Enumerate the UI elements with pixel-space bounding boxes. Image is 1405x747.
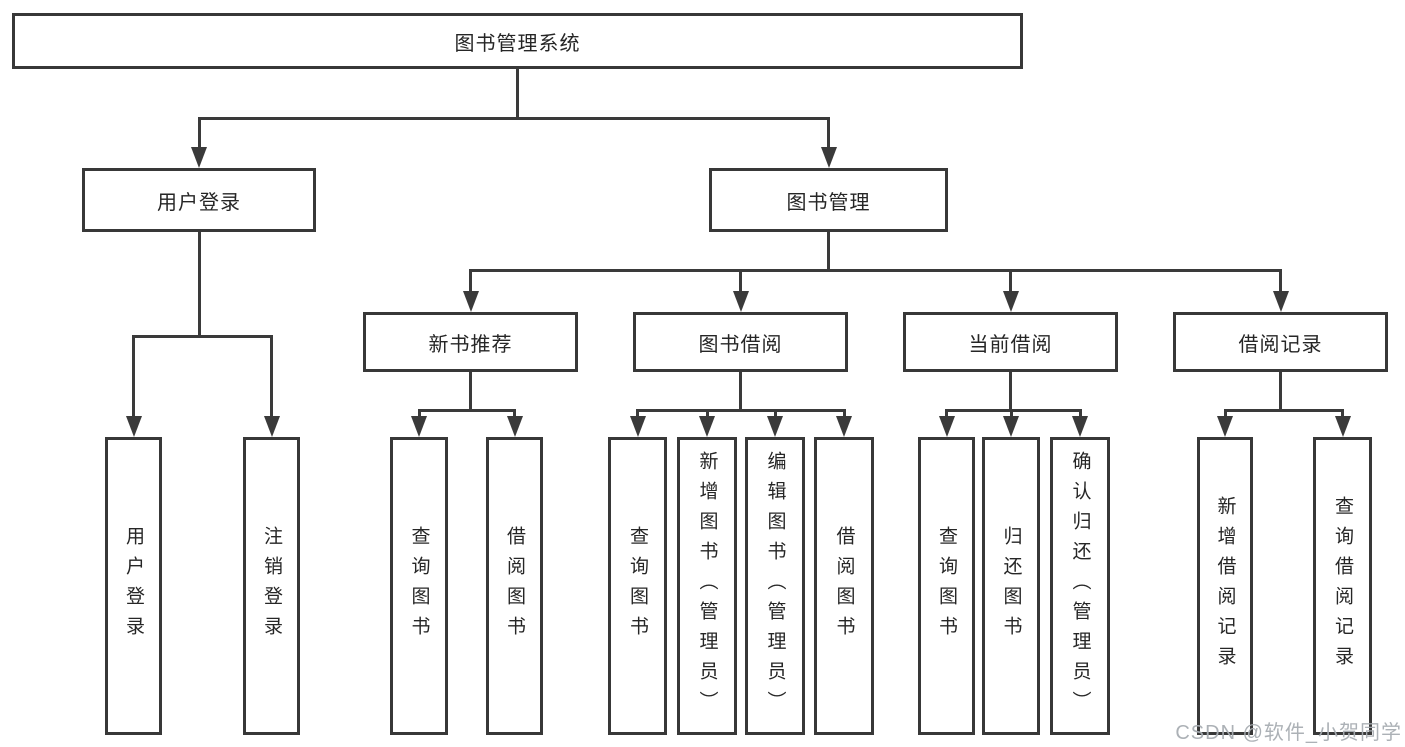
arrow-down-icon (1002, 291, 1019, 312)
connector-line (636, 408, 846, 412)
leaf-borrow-query-books: 查询图书 (608, 437, 667, 735)
connector-line (705, 409, 709, 420)
connector-line (739, 372, 742, 411)
arrow-down-icon (462, 291, 479, 312)
leaf-borrow-edit-books: 编辑图书（管理员） (745, 437, 805, 735)
connector-line (1223, 409, 1227, 420)
connector-line (469, 372, 472, 411)
connector-line (1341, 409, 1344, 420)
leaf-borrow-add-books-label: 新增图书（管理员） (696, 451, 718, 721)
leaf-current-return-books: 归还图书 (982, 437, 1040, 735)
connector-line (827, 118, 830, 152)
arrow-down-icon (263, 416, 280, 437)
arrow-down-icon (191, 147, 207, 168)
connector-line (773, 409, 777, 420)
leaf-records-add-record-label: 新增借阅记录 (1214, 496, 1236, 676)
connector-line (270, 335, 273, 420)
arrow-down-icon (836, 416, 852, 437)
connector-line (469, 269, 472, 295)
leaf-borrow-borrow-books: 借阅图书 (814, 437, 874, 735)
node-current-borrowing-label: 当前借阅 (968, 333, 1053, 356)
leaf-records-query-record-label: 查询借阅记录 (1332, 496, 1353, 676)
arrow-down-icon (767, 416, 783, 437)
leaf-records-query-record: 查询借阅记录 (1313, 437, 1372, 735)
node-book-borrowing: 图书借阅 (633, 312, 848, 372)
connector-line (1279, 372, 1282, 411)
leaf-rec-borrow-books-label: 借阅图书 (504, 526, 525, 646)
leaf-rec-query-books-label: 查询图书 (408, 526, 430, 646)
node-borrowing-records: 借阅记录 (1173, 312, 1388, 372)
leaf-records-add-record: 新增借阅记录 (1197, 437, 1253, 735)
leaf-current-return-books-label: 归还图书 (1000, 526, 1022, 646)
leaf-rec-borrow-books: 借阅图书 (486, 437, 543, 735)
arrow-down-icon (820, 147, 837, 168)
arrow-down-icon (732, 291, 749, 312)
connector-line (197, 118, 201, 152)
connector-line (1009, 269, 1012, 295)
connector-line (417, 408, 516, 412)
arrow-down-icon (699, 416, 715, 437)
leaf-borrow-add-books: 新增图书（管理员） (677, 437, 737, 735)
connector-line (1009, 372, 1012, 411)
arrow-down-icon (125, 416, 142, 437)
leaf-current-confirm-return: 确认归还（管理员） (1050, 437, 1110, 735)
leaf-borrow-edit-books-label: 编辑图书（管理员） (764, 451, 786, 721)
node-user-login: 用户登录 (82, 168, 316, 232)
leaf-rec-query-books: 查询图书 (390, 437, 448, 735)
connector-line (827, 232, 830, 270)
arrow-down-icon (629, 416, 646, 437)
node-root: 图书管理系统 (12, 13, 1023, 69)
connector-line (1279, 269, 1282, 295)
connector-line (842, 409, 846, 420)
leaf-current-query-books-label: 查询图书 (936, 526, 957, 646)
connector-line (197, 232, 201, 337)
node-borrowing-records-label: 借阅记录 (1238, 333, 1323, 356)
node-book-management-label: 图书管理 (786, 191, 871, 214)
node-book-management: 图书管理 (709, 168, 948, 232)
node-current-borrowing: 当前借阅 (903, 312, 1118, 372)
connector-line (1078, 409, 1082, 420)
leaf-current-query-books: 查询图书 (918, 437, 975, 735)
connector-line (945, 408, 1082, 412)
leaf-logout-label: 注销登录 (261, 526, 282, 646)
connector-line (197, 116, 830, 120)
arrow-down-icon (938, 416, 955, 437)
connector-line (132, 334, 273, 338)
connector-line (1223, 408, 1344, 412)
arrow-down-icon (1217, 416, 1233, 437)
node-user-login-label: 用户登录 (157, 191, 241, 214)
connector-line (513, 409, 516, 420)
node-book-borrowing-label: 图书借阅 (698, 333, 783, 356)
arrow-down-icon (1003, 416, 1019, 437)
connector-line (1009, 409, 1013, 420)
leaf-borrow-borrow-books-label: 借阅图书 (833, 526, 855, 646)
arrow-down-icon (506, 416, 523, 437)
connector-line (739, 269, 742, 295)
connector-line (417, 409, 421, 420)
connector-line (515, 69, 519, 118)
connector-line (132, 335, 135, 420)
leaf-user-login-label: 用户登录 (123, 526, 144, 646)
arrow-down-icon (1334, 416, 1351, 437)
leaf-current-confirm-return-label: 确认归还（管理员） (1069, 451, 1091, 721)
node-new-book-recommendation: 新书推荐 (363, 312, 578, 372)
arrow-down-icon (1272, 291, 1289, 312)
arrow-down-icon (1072, 416, 1088, 437)
leaf-logout: 注销登录 (243, 437, 300, 735)
connector-line (469, 268, 1282, 272)
leaf-borrow-query-books-label: 查询图书 (627, 526, 648, 646)
node-new-book-recommendation-label: 新书推荐 (428, 333, 513, 356)
leaf-user-login: 用户登录 (105, 437, 162, 735)
node-root-label: 图书管理系统 (454, 32, 581, 55)
connector-line (945, 409, 948, 420)
arrow-down-icon (411, 416, 427, 437)
connector-line (636, 409, 639, 420)
